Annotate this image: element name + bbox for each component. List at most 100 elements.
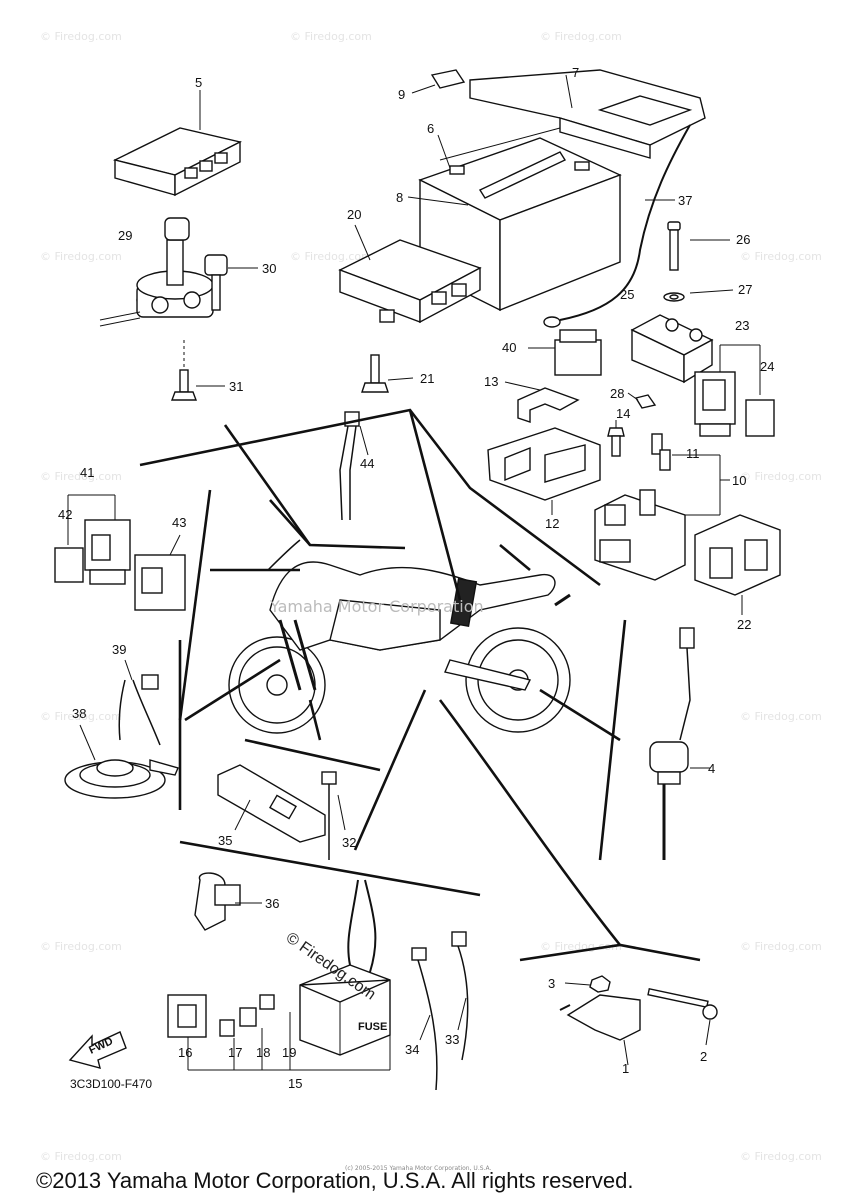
part-37-cable xyxy=(543,124,691,328)
callout-44: 44 xyxy=(360,456,374,471)
part-25-starter-relay xyxy=(630,314,714,384)
part-31-screw xyxy=(170,369,198,401)
callout-43: 43 xyxy=(172,515,186,530)
callout-6: 6 xyxy=(427,121,434,136)
callout-24: 24 xyxy=(760,359,774,374)
part-17-fuse xyxy=(219,1019,235,1037)
callout-14: 14 xyxy=(616,406,630,421)
copyright-notice: ©2013 Yamaha Motor Corporation, U.S.A. A… xyxy=(36,1168,633,1193)
callout-1: 1 xyxy=(622,1061,629,1076)
callout-labels: 5 9 7 6 8 37 20 29 26 30 27 25 23 40 24 … xyxy=(58,65,774,1091)
part-22-relay xyxy=(694,514,781,596)
watermark: © Firedog.com xyxy=(540,30,622,43)
part-26-bolt xyxy=(667,221,681,271)
part-8-battery-band xyxy=(478,151,567,199)
callout-5: 5 xyxy=(195,75,202,90)
part-36-clamp xyxy=(194,872,241,931)
callout-41: 41 xyxy=(80,465,94,480)
leader-lines xyxy=(139,408,701,962)
watermark: © Firedog.com xyxy=(40,470,122,483)
part-4-sensor xyxy=(649,627,695,860)
callout-23: 23 xyxy=(735,318,749,333)
part-29-main-switch xyxy=(99,217,214,327)
part-1-sensor xyxy=(559,994,641,1041)
watermark: © Firedog.com xyxy=(740,250,822,263)
callout-32: 32 xyxy=(342,835,356,850)
callout-17: 17 xyxy=(228,1045,242,1060)
part-42-connector xyxy=(54,547,84,583)
part-27-washer xyxy=(663,292,685,302)
callout-35: 35 xyxy=(218,833,232,848)
part-16-connector xyxy=(167,994,207,1038)
part-5-ecu xyxy=(112,127,243,197)
callout-21: 21 xyxy=(420,371,434,386)
callout-16: 16 xyxy=(178,1045,192,1060)
part-13-bracket xyxy=(517,387,580,423)
callout-38: 38 xyxy=(72,706,86,721)
watermark: © Firedog.com xyxy=(40,1150,122,1163)
watermark: © Firedog.com xyxy=(40,710,122,723)
part-32-band xyxy=(321,771,337,860)
callout-10: 10 xyxy=(732,473,746,488)
part-23-relay xyxy=(694,371,736,437)
part-11-fuse xyxy=(651,433,671,471)
part-12-cover xyxy=(487,427,601,501)
part-33-band xyxy=(451,931,469,1061)
callout-34: 34 xyxy=(405,1042,419,1057)
fwd-arrow-icon: FWD xyxy=(68,1031,127,1069)
part-38-horn xyxy=(64,759,179,799)
callout-28: 28 xyxy=(610,386,624,401)
callout-2: 2 xyxy=(700,1049,707,1064)
part-40-relay xyxy=(554,329,602,376)
part-43-relay xyxy=(134,554,186,611)
part-18-fuse xyxy=(239,1007,257,1027)
part-10-starter-relay xyxy=(594,489,686,581)
part-15-fuse-box: FUSE xyxy=(299,879,391,1056)
watermark: © Firedog.com xyxy=(740,710,822,723)
part-21-bolt xyxy=(361,354,389,393)
motorcycle-illustration xyxy=(228,539,571,734)
watermark-layer: © Firedog.com © Firedog.com © Firedog.co… xyxy=(40,30,822,1163)
callout-37: 37 xyxy=(678,193,692,208)
callout-3: 3 xyxy=(548,976,555,991)
callout-12: 12 xyxy=(545,516,559,531)
callout-33: 33 xyxy=(445,1032,459,1047)
part-39-band xyxy=(118,674,161,746)
watermark: © Firedog.com xyxy=(740,470,822,483)
callout-36: 36 xyxy=(265,896,279,911)
watermark: © Firedog.com xyxy=(40,30,122,43)
callout-11: 11 xyxy=(686,446,700,461)
watermark: © Firedog.com xyxy=(740,940,822,953)
callout-39: 39 xyxy=(112,642,126,657)
callout-7: 7 xyxy=(572,65,579,80)
callout-27: 27 xyxy=(738,282,752,297)
callout-18: 18 xyxy=(256,1045,270,1060)
watermark: © Firedog.com xyxy=(740,1150,822,1163)
center-watermark: Yamaha Motor Corporation xyxy=(269,597,484,616)
part-30-key xyxy=(204,254,228,311)
callout-30: 30 xyxy=(262,261,276,276)
part-14-screw xyxy=(607,427,625,457)
part-9-band xyxy=(430,69,466,89)
part-41-relay xyxy=(84,519,131,585)
callout-15: 15 xyxy=(288,1076,302,1091)
callout-13: 13 xyxy=(484,374,498,389)
part-34-band xyxy=(411,947,438,1091)
watermark: © Firedog.com xyxy=(40,940,122,953)
part-19-fuse xyxy=(259,994,275,1010)
watermark: © Firedog.com xyxy=(540,940,622,953)
callout-26: 26 xyxy=(736,232,750,247)
part-20-control-unit xyxy=(338,239,482,324)
part-44-band xyxy=(339,411,360,521)
part-24-connector xyxy=(745,399,775,437)
part-7-battery-tray xyxy=(469,69,706,159)
watermark: © Firedog.com xyxy=(290,250,372,263)
callout-9: 9 xyxy=(398,87,405,102)
callout-29: 29 xyxy=(118,228,132,243)
diagram-code: 3C3D100-F470 xyxy=(70,1077,152,1091)
callout-25: 25 xyxy=(620,287,634,302)
watermark: © Firedog.com xyxy=(40,250,122,263)
callout-20: 20 xyxy=(347,207,361,222)
fuse-label: FUSE xyxy=(358,1021,387,1033)
